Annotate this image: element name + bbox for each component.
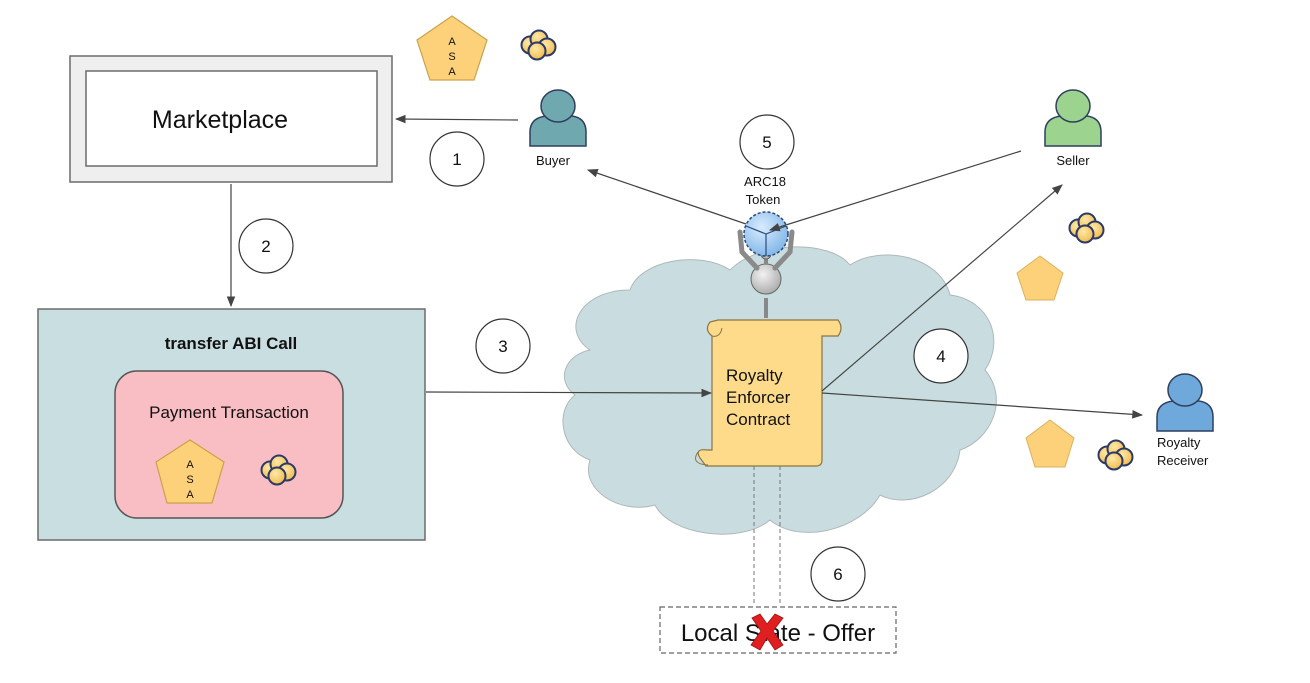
asa-pentagon-icon	[1016, 255, 1064, 301]
svg-text:A: A	[448, 36, 456, 48]
arrow-seller-to-token	[768, 150, 1022, 232]
step-1-circle: 1	[429, 131, 485, 187]
arrow-transfer-to-contract	[425, 388, 713, 398]
asa-pentagon-icon	[1025, 419, 1075, 468]
svg-text:S: S	[186, 474, 193, 486]
contract-label-line2: Enforcer	[726, 388, 791, 407]
royalty-receiver-label-line2: Receiver	[1157, 453, 1209, 468]
coins-icon	[1097, 439, 1134, 471]
arc18-token-icon	[743, 211, 789, 257]
asa-pentagon-icon: A S A	[155, 439, 225, 504]
seller-label: Seller	[1056, 153, 1090, 168]
step-2-circle: 2	[238, 218, 294, 274]
payment-transaction-label: Payment Transaction	[149, 403, 309, 422]
payment-transaction-box: Payment Transaction A S A	[114, 370, 344, 519]
svg-text:A: A	[186, 489, 194, 501]
svg-text:6: 6	[833, 565, 842, 584]
step-4-circle: 4	[913, 328, 969, 384]
svg-text:5: 5	[762, 133, 771, 152]
royalty-enforcer-contract-scroll: Royalty Enforcer Contract	[695, 319, 842, 467]
svg-text:A: A	[448, 66, 456, 78]
svg-text:1: 1	[452, 150, 461, 169]
asa-pentagon-icon: A S A	[416, 15, 488, 81]
coins-icon	[1068, 212, 1105, 244]
svg-text:4: 4	[936, 347, 945, 366]
marketplace-label: Marketplace	[152, 106, 288, 134]
transfer-abi-call-title: transfer ABI Call	[165, 334, 298, 353]
svg-text:S: S	[448, 51, 455, 63]
arrow-token-to-buyer	[586, 169, 747, 225]
seller-person-icon	[1044, 89, 1102, 147]
local-state-connector	[753, 466, 781, 606]
svg-text:2: 2	[261, 237, 270, 256]
arrow-contract-to-seller	[821, 184, 1063, 392]
coins-icon	[520, 29, 557, 61]
transfer-abi-call-box: transfer ABI Call Payment Transaction A …	[37, 308, 426, 541]
marketplace-box: Marketplace	[69, 55, 393, 183]
buyer-person-icon	[529, 89, 587, 147]
arrow-contract-to-royalty-receiver	[821, 392, 1144, 419]
royalty-receiver-label-line1: Royalty	[1157, 435, 1201, 450]
arrow-buyer-to-marketplace	[394, 114, 519, 124]
buyer-label: Buyer	[536, 153, 571, 168]
step-6-circle: 6	[810, 546, 866, 602]
step-5-circle: 5	[739, 114, 795, 170]
delete-cross-icon	[750, 613, 784, 651]
arc18-token-label-line1: ARC18	[744, 174, 786, 189]
arc18-token-label-line2: Token	[746, 192, 781, 207]
step-3-circle: 3	[475, 318, 531, 374]
svg-text:3: 3	[498, 337, 507, 356]
svg-text:A: A	[186, 459, 194, 471]
contract-label-line3: Contract	[726, 410, 791, 429]
contract-label-line1: Royalty	[726, 366, 783, 385]
royalty-receiver-person-icon	[1156, 373, 1214, 432]
